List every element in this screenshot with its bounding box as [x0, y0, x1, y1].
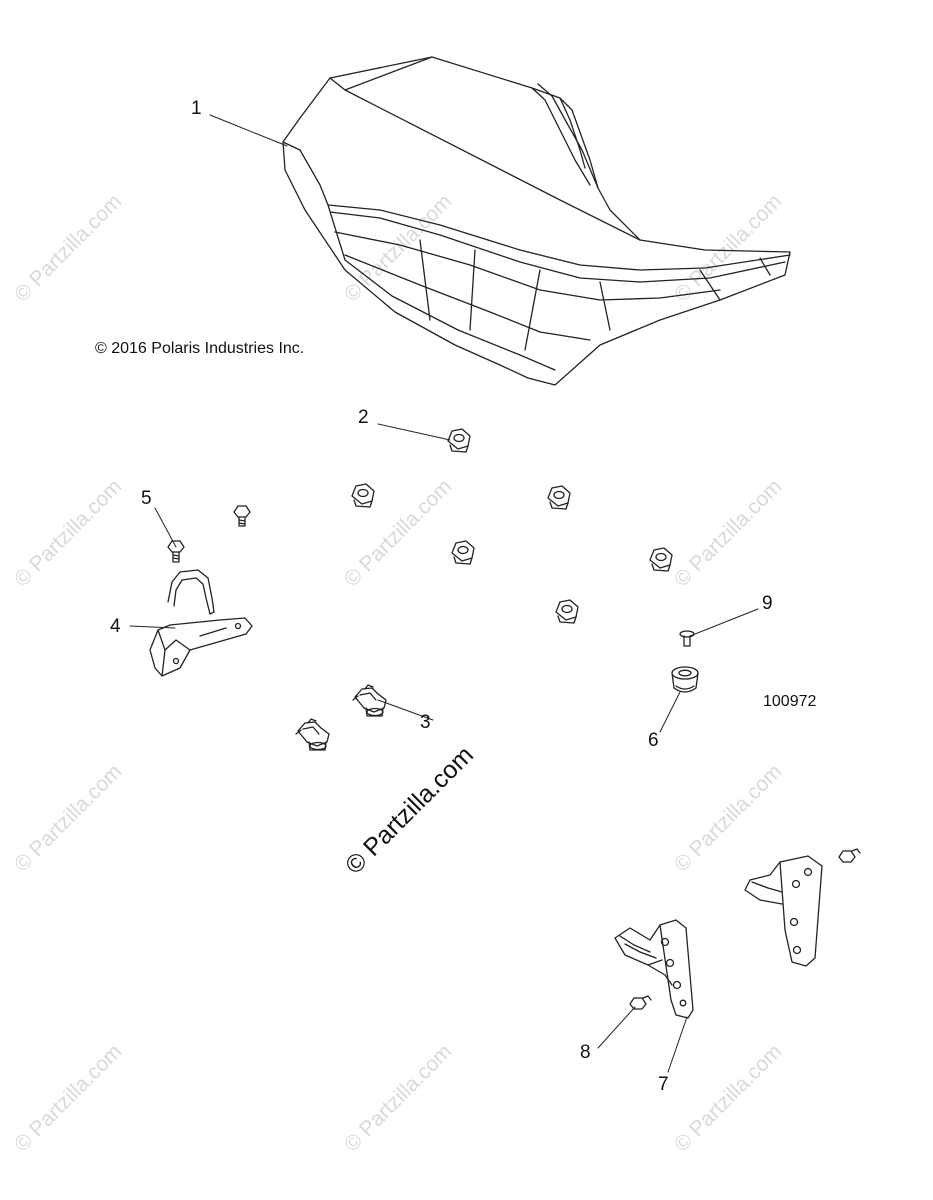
callout-6: 6	[648, 730, 659, 751]
callout-1: 1	[191, 98, 202, 119]
nut-part	[351, 483, 375, 508]
screw-part	[838, 848, 861, 863]
copyright-notice: © 2016 Polaris Industries Inc.	[95, 340, 305, 357]
screw-part	[167, 540, 185, 563]
screw-part	[233, 505, 251, 527]
clip-part	[295, 718, 330, 751]
screw-part	[629, 995, 652, 1010]
callout-5: 5	[141, 488, 152, 509]
callout-8: 8	[580, 1042, 591, 1063]
callout-4: 4	[110, 616, 121, 637]
latch-plate-part	[614, 919, 694, 1019]
clip-part	[352, 684, 387, 717]
latch-plate-part	[744, 855, 823, 967]
diagram-id: 100972	[763, 693, 817, 710]
seat-part	[282, 56, 791, 386]
leader-lines	[129, 114, 759, 1073]
nut-part	[649, 547, 673, 572]
rivet-part	[679, 630, 695, 647]
callout-3: 3	[420, 712, 431, 733]
callout-2: 2	[358, 407, 369, 428]
nut-part	[547, 485, 571, 510]
nut-part	[555, 599, 579, 624]
callout-7: 7	[658, 1074, 669, 1095]
nut-part	[447, 428, 471, 453]
nut-part	[451, 540, 475, 565]
grommet-part	[671, 666, 699, 693]
bracket-part	[149, 569, 253, 677]
callout-9: 9	[762, 593, 773, 614]
